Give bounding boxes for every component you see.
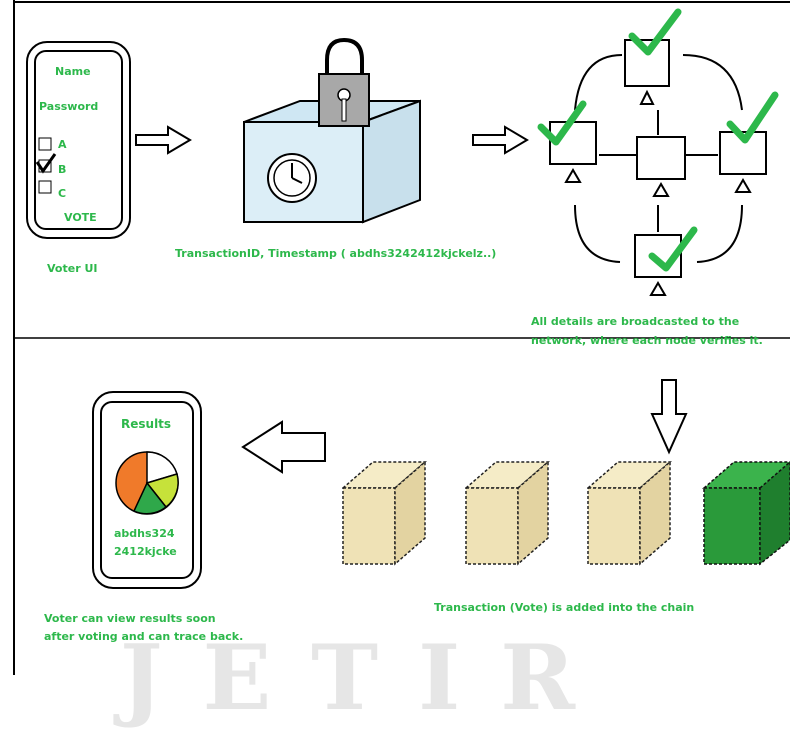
voter-field-password: Password — [39, 100, 99, 113]
results-hash-line2: 2412kjcke — [114, 545, 177, 558]
checkbox-c — [38, 180, 52, 194]
right-arrow-icon — [135, 125, 192, 155]
diagram-canvas — [13, 0, 790, 675]
voter-ui-caption: Voter UI — [47, 262, 98, 275]
transaction-caption: TransactionID, Timestamp ( abdhs3242412k… — [175, 247, 497, 260]
clock-icon — [267, 153, 317, 203]
verified-check-icon — [537, 100, 587, 146]
voter-option-a: A — [58, 138, 67, 151]
left-arrow-icon — [241, 420, 326, 474]
voter-ui-phone — [26, 41, 131, 239]
results-caption-line1: Voter can view results soon — [44, 612, 216, 625]
network-node-center — [636, 136, 686, 197]
network-connections — [574, 54, 743, 263]
results-caption-line2: after voting and can trace back. — [44, 630, 244, 643]
down-arrow-icon — [650, 379, 688, 455]
voter-option-c: C — [58, 187, 67, 200]
verified-check-icon — [726, 91, 779, 144]
chain-block-3 — [585, 460, 673, 566]
verified-check-icon — [628, 8, 682, 56]
padlock-icon — [318, 37, 370, 127]
results-title: Results — [121, 417, 172, 431]
chain-block-new — [701, 461, 790, 566]
right-arrow-icon — [472, 125, 529, 155]
network-node-left — [549, 121, 597, 183]
chain-block-2 — [463, 460, 551, 566]
verified-check-icon — [648, 226, 698, 272]
vote-button-label: VOTE — [64, 211, 97, 224]
checkmark-b-icon — [35, 153, 57, 174]
voter-option-b: B — [58, 163, 67, 176]
chain-block-1 — [340, 460, 428, 566]
voter-field-name: Name — [55, 65, 91, 78]
results-hash-line1: abdhs324 — [114, 527, 175, 540]
network-caption-line2: network, where each node verifies it. — [531, 334, 763, 347]
checkbox-a — [38, 137, 52, 151]
results-phone — [92, 391, 202, 589]
network-caption-line1: All details are broadcasted to the — [531, 315, 740, 328]
chain-caption: Transaction (Vote) is added into the cha… — [434, 601, 695, 614]
results-pie-chart — [115, 451, 179, 515]
